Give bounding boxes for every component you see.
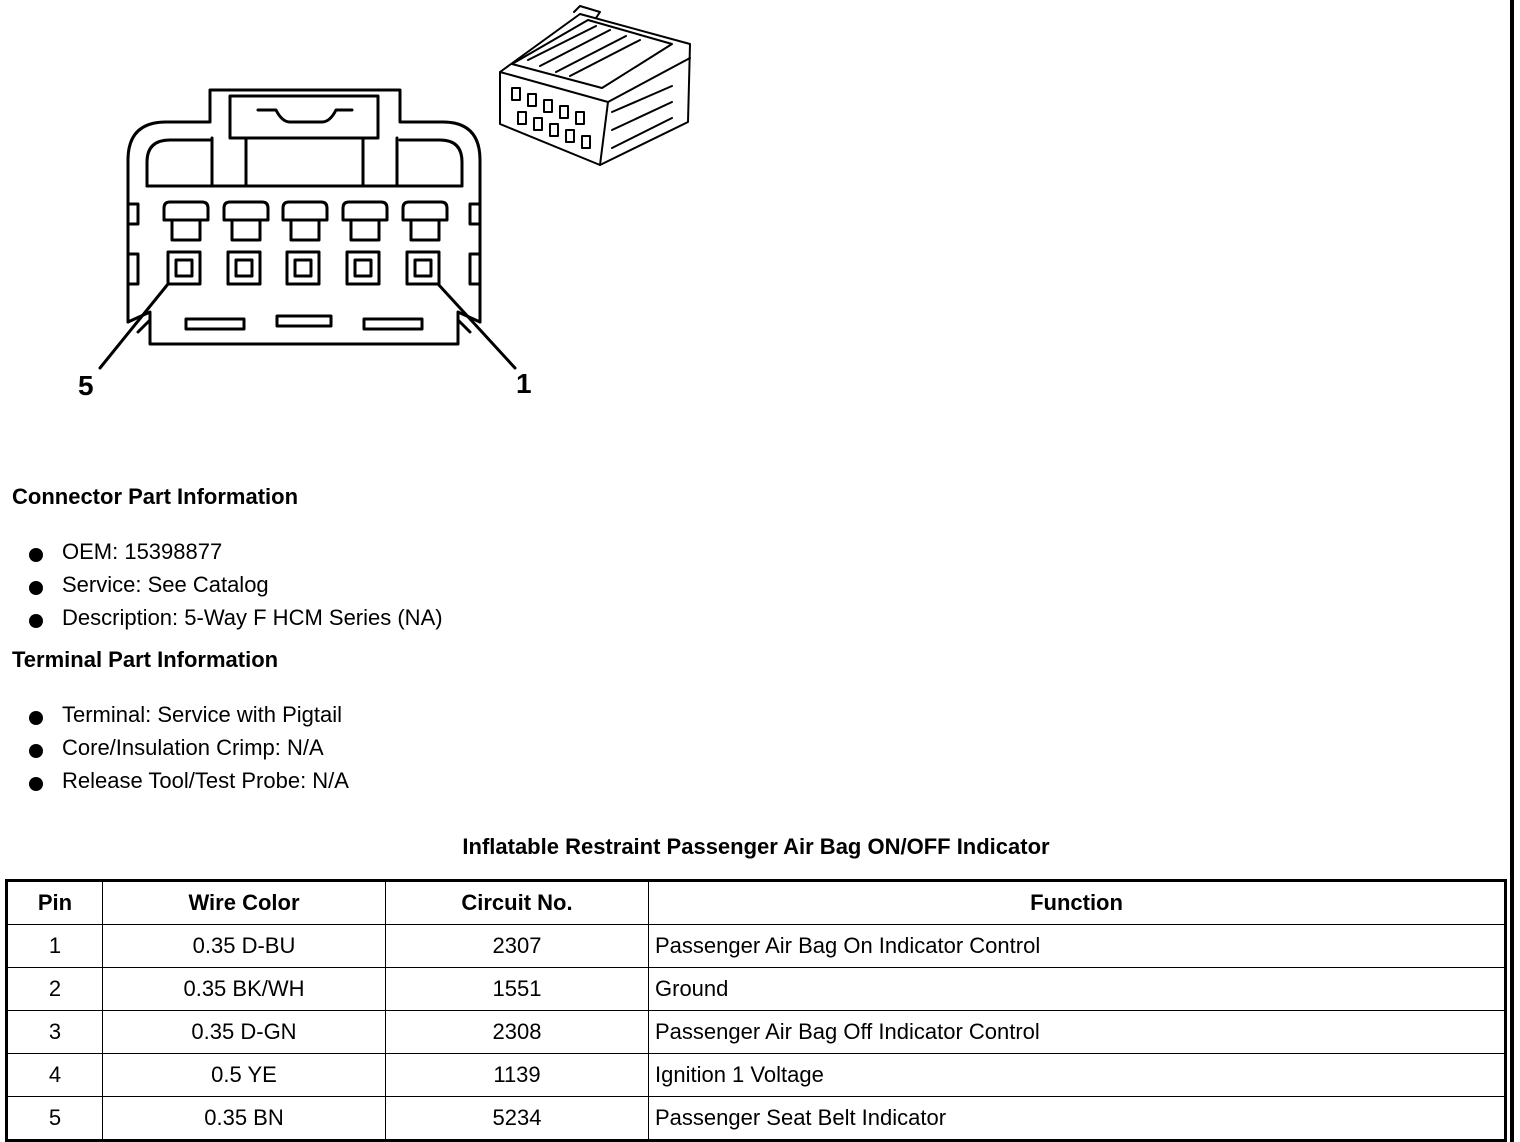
header-function: Function	[648, 880, 1506, 925]
connector-service: Service: See Catalog	[62, 572, 269, 597]
cell-wire-color: 0.35 BN	[102, 1096, 386, 1141]
cell-circuit-no: 5234	[385, 1096, 649, 1141]
bullet-icon	[29, 614, 43, 628]
terminal-cavity-1	[401, 200, 449, 286]
cell-pin: 2	[6, 967, 103, 1011]
terminal-cavity-3	[281, 200, 329, 286]
bullet-icon	[29, 711, 43, 725]
connector-cavities	[162, 200, 449, 286]
cell-pin: 1	[6, 924, 103, 968]
connector-isometric-view	[499, 5, 691, 166]
connector-description: Description: 5-Way F HCM Series (NA)	[62, 605, 443, 630]
table-row: 1 0.35 D-BU 2307 Passenger Air Bag On In…	[6, 924, 1506, 968]
pinout-table: Pin Wire Color Circuit No. Function 1 0.…	[5, 879, 1507, 1142]
connector-diagram	[98, 5, 691, 370]
leader-line-pin-5	[98, 282, 170, 370]
table-header-row: Pin Wire Color Circuit No. Function	[6, 880, 1506, 925]
leader-line-pin-1	[436, 282, 517, 370]
cell-circuit-no: 2307	[385, 924, 649, 968]
pin-5-label: 5	[78, 370, 94, 401]
cell-function: Passenger Air Bag Off Indicator Control	[648, 1010, 1506, 1054]
connector-face-outline	[126, 88, 482, 346]
cell-pin: 3	[6, 1010, 103, 1054]
terminal-release-tool: Release Tool/Test Probe: N/A	[62, 768, 349, 793]
cell-wire-color: 0.5 YE	[102, 1053, 386, 1097]
cell-function: Ignition 1 Voltage	[648, 1053, 1506, 1097]
bullet-icon	[29, 777, 43, 791]
bullet-icon	[29, 548, 43, 562]
bullet-icon	[29, 744, 43, 758]
cell-circuit-no: 2308	[385, 1010, 649, 1054]
cell-function: Ground	[648, 967, 1506, 1011]
terminal-cavity-5	[162, 200, 210, 286]
cell-wire-color: 0.35 D-GN	[102, 1010, 386, 1054]
terminal-cavity-4	[222, 200, 270, 286]
header-wire-color: Wire Color	[102, 880, 386, 925]
table-row: 4 0.5 YE 1139 Ignition 1 Voltage	[6, 1053, 1506, 1097]
header-pin: Pin	[6, 880, 103, 925]
cell-function: Passenger Seat Belt Indicator	[648, 1096, 1506, 1141]
table-title: Inflatable Restraint Passenger Air Bag O…	[462, 834, 1050, 859]
cell-wire-color: 0.35 BK/WH	[102, 967, 386, 1011]
terminal-crimp: Core/Insulation Crimp: N/A	[62, 735, 324, 760]
table-row: 3 0.35 D-GN 2308 Passenger Air Bag Off I…	[6, 1010, 1506, 1054]
cell-wire-color: 0.35 D-BU	[102, 924, 386, 968]
connector-oem: OEM: 15398877	[62, 539, 223, 564]
cell-pin: 4	[6, 1053, 103, 1097]
cell-circuit-no: 1551	[385, 967, 649, 1011]
pin-1-label: 1	[516, 368, 532, 399]
terminal-info-heading: Terminal Part Information	[12, 647, 279, 672]
header-circuit-no: Circuit No.	[385, 880, 649, 925]
table-row: 2 0.35 BK/WH 1551 Ground	[6, 967, 1506, 1011]
connector-info-heading: Connector Part Information	[12, 484, 299, 509]
table-row: 5 0.35 BN 5234 Passenger Seat Belt Indic…	[6, 1096, 1506, 1141]
bullet-icon	[29, 581, 43, 595]
cell-function: Passenger Air Bag On Indicator Control	[648, 924, 1506, 968]
cell-pin: 5	[6, 1096, 103, 1141]
page-border-right	[1510, 0, 1514, 1142]
terminal-cavity-2	[341, 200, 389, 286]
terminal-type: Terminal: Service with Pigtail	[62, 702, 342, 727]
cell-circuit-no: 1139	[385, 1053, 649, 1097]
